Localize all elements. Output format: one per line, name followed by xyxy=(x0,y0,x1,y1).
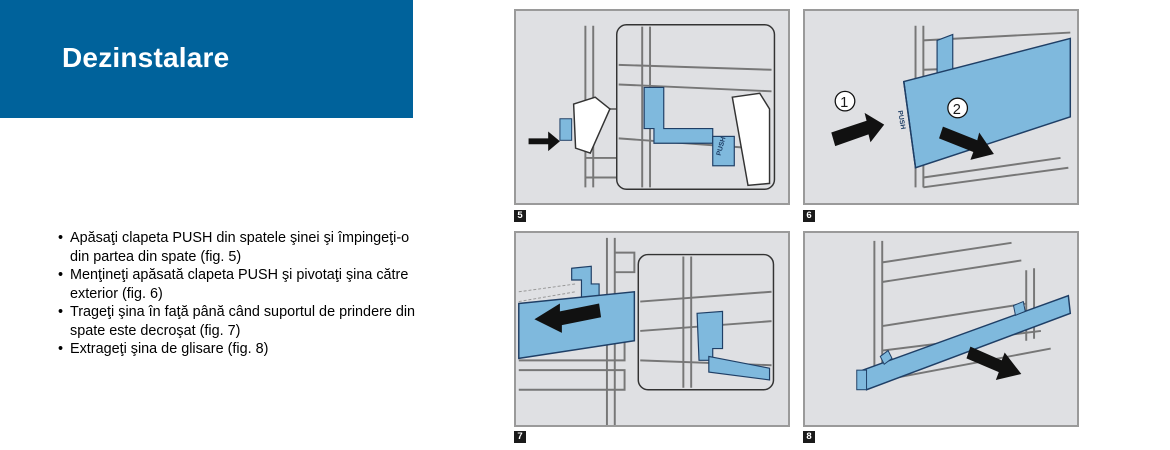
figure-5-drawing: PUSH xyxy=(528,23,776,191)
figure-5-illustration: PUSH xyxy=(514,9,790,205)
arrow-left-icon xyxy=(534,303,602,333)
instruction-list: Apăsaţi clapeta PUSH din spatele şinei ş… xyxy=(58,229,418,359)
figure-8-illustration xyxy=(803,231,1079,427)
page-title: Dezinstalare xyxy=(62,42,230,73)
figure-7-drawing xyxy=(518,237,775,425)
push-tab-label: PUSH xyxy=(896,110,906,130)
figure-7-illustration xyxy=(514,231,790,427)
instruction-item: Extrageţi şina de glisare (fig. 8) xyxy=(58,340,418,359)
arrow-down-right-icon xyxy=(939,126,994,160)
arrow-right-icon xyxy=(528,131,560,152)
figure-number: 5 xyxy=(514,210,526,222)
step-2-marker xyxy=(947,97,969,119)
instruction-item: Trageţi şina în faţă până când suportul … xyxy=(58,303,418,340)
figure-6-drawing: PUSH 1 2 xyxy=(831,25,1072,189)
step-2-label: 2 xyxy=(953,102,961,118)
header-banner: Dezinstalare xyxy=(0,0,413,118)
figure-number: 7 xyxy=(514,431,526,443)
push-tab-label: PUSH xyxy=(716,136,728,156)
step-1-marker xyxy=(834,90,856,112)
arrow-right-icon xyxy=(831,112,885,147)
figure-6-illustration: PUSH 1 2 xyxy=(803,9,1079,205)
instruction-item: Apăsaţi clapeta PUSH din spatele şinei ş… xyxy=(58,229,418,266)
figure-number: 8 xyxy=(803,431,815,443)
arrow-down-right-icon xyxy=(966,346,1022,380)
instruction-item: Menţineţi apăsată clapeta PUSH şi pivota… xyxy=(58,266,418,303)
step-1-label: 1 xyxy=(840,95,848,111)
figure-number: 6 xyxy=(803,210,815,222)
figure-8-drawing xyxy=(856,240,1072,391)
